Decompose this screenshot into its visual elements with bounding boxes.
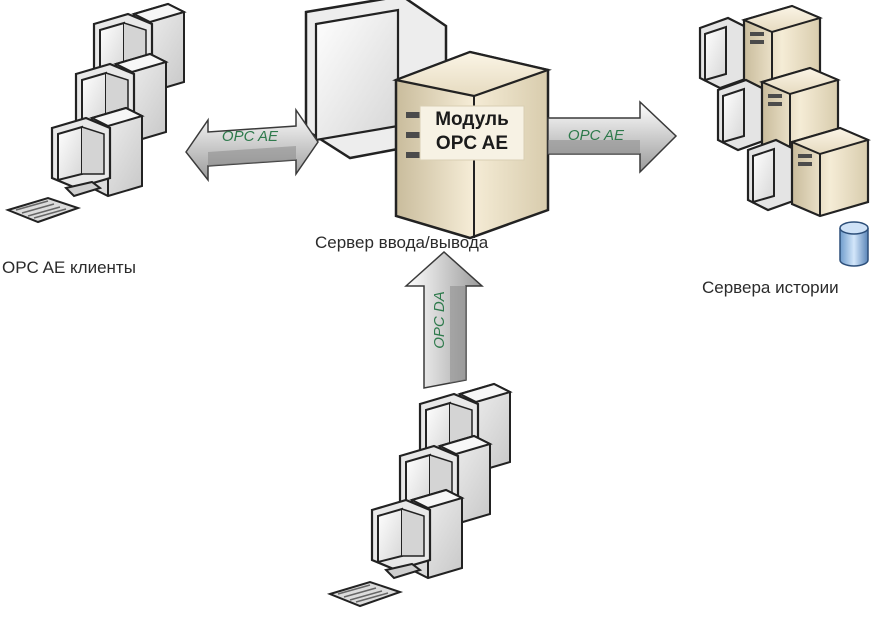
arrow-da-io [404, 250, 484, 389]
edge-label-opc-da: OPC DA [431, 291, 448, 349]
edge-label-opc-ae-right: OPC AE [568, 127, 625, 144]
io-server-module-label: Модуль OPC AE [420, 108, 524, 156]
history-servers-icon [698, 4, 870, 267]
edge-label-opc-ae-left: OPC AE [222, 128, 279, 145]
module-line-2: OPC AE [435, 133, 509, 154]
opc-da-servers-icon [329, 382, 512, 607]
module-line-1: Модуль [435, 109, 509, 130]
caption-io-server: Сервер ввода/вывода [315, 233, 489, 252]
opc-ae-clients-icon [7, 2, 186, 223]
arrow-io-history [547, 100, 678, 174]
io-server-icon [304, 0, 552, 240]
arrow-clients-io [185, 107, 319, 183]
caption-opc-ae-clients: OPC AE клиенты [2, 258, 136, 277]
database-icon [839, 221, 869, 267]
caption-history-servers: Сервера истории [702, 278, 839, 297]
